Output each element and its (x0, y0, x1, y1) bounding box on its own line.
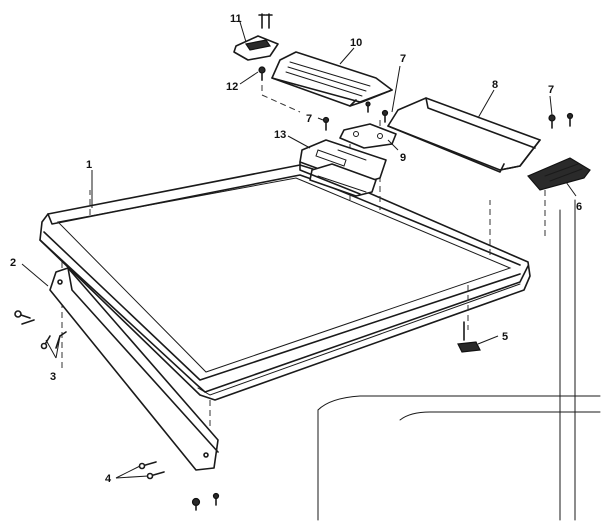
label-part-7-right: 7 (548, 84, 554, 96)
label-part-3: 3 (50, 371, 56, 383)
cabinet-outline (317, 199, 601, 521)
trim-strip-center (271, 51, 393, 107)
label-part-9: 9 (400, 152, 406, 164)
bracket-screw (258, 66, 266, 81)
label-part-2: 2 (10, 257, 16, 269)
label-part-10: 10 (350, 37, 362, 49)
label-part-8: 8 (492, 79, 498, 91)
leader-lines (21, 21, 577, 479)
bumper-pad (457, 321, 481, 353)
label-part-5: 5 (502, 331, 508, 343)
end-cap-right (527, 157, 591, 191)
lid-panel (39, 164, 531, 401)
label-part-11: 11 (230, 13, 242, 25)
hinge-bracket (233, 13, 279, 61)
latch-plate (339, 123, 397, 149)
latch-assembly (299, 139, 387, 197)
label-part-4: 4 (105, 473, 112, 485)
trim-strip-right (387, 97, 541, 173)
label-part-7-left: 7 (306, 113, 312, 125)
screw-set-upper (322, 101, 574, 131)
label-part-6: 6 (576, 201, 582, 213)
label-part-13: 13 (274, 129, 286, 141)
label-part-12: 12 (226, 81, 238, 93)
label-part-1: 1 (86, 159, 92, 171)
hinge-strip (49, 267, 219, 471)
callout-labels: 1 2 3 4 5 6 7 7 7 8 9 10 11 12 13 (10, 13, 582, 485)
label-part-7-center: 7 (400, 53, 406, 65)
